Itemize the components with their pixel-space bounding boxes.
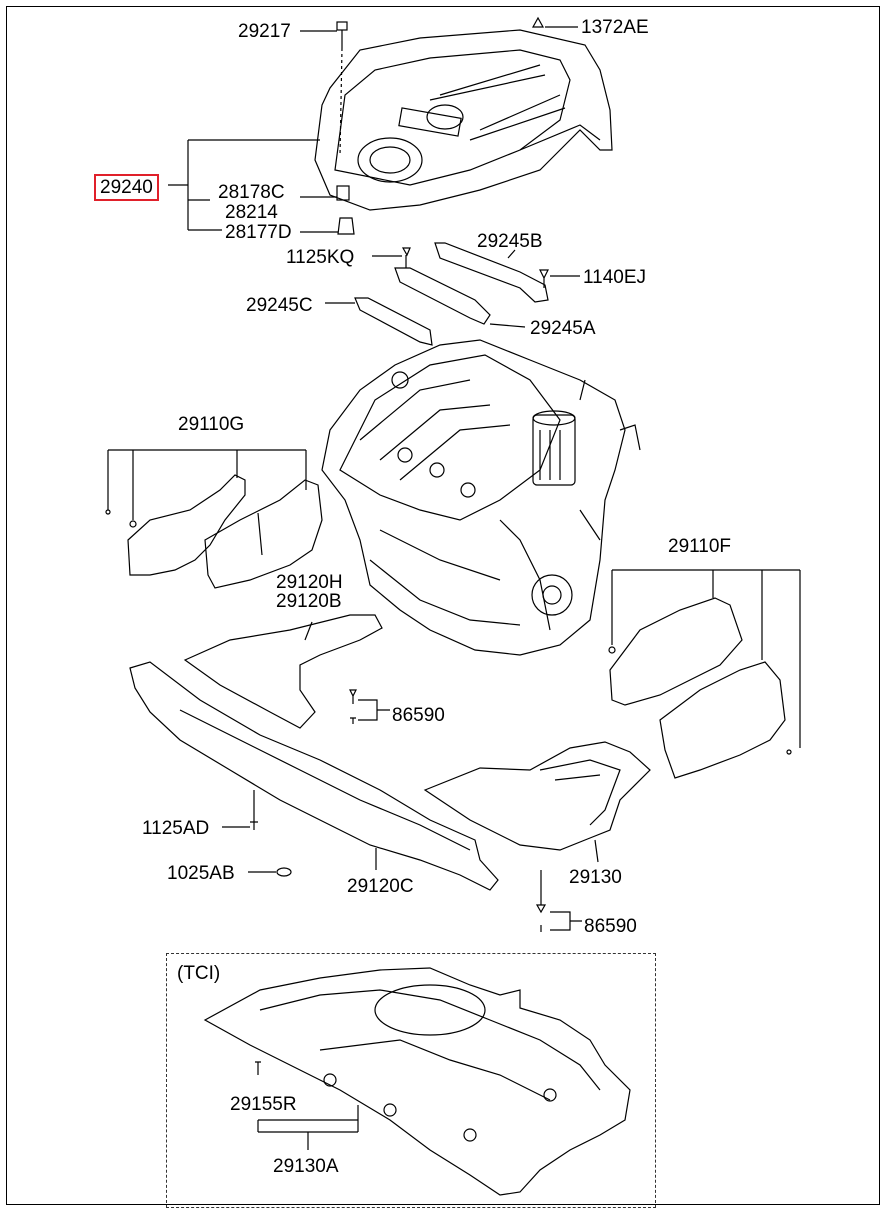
label-29120C: 29120C (347, 876, 414, 897)
label-29130A: 29130A (273, 1156, 339, 1177)
cover-29130A[interactable] (203, 967, 631, 1196)
crank-pulley[interactable] (531, 574, 573, 616)
shield-29110F-rear[interactable] (659, 661, 786, 779)
label-29240-highlighted[interactable]: 29240 (94, 174, 159, 201)
cover-29120C[interactable] (129, 661, 499, 891)
part-28177D[interactable] (337, 217, 355, 235)
label-1125AD: 1125AD (142, 818, 210, 839)
label-29120B: 29120B (276, 591, 342, 612)
bracket-29245A[interactable] (394, 267, 491, 325)
oil-filter[interactable] (532, 414, 576, 486)
label-1140EJ: 1140EJ (583, 267, 647, 288)
engine-cover[interactable] (314, 29, 613, 211)
label-tci: (TCI) (177, 963, 221, 984)
bolt-29217[interactable] (336, 21, 348, 156)
engine-assembly[interactable] (321, 339, 641, 656)
label-29130: 29130 (569, 867, 622, 888)
cover-29120H[interactable] (183, 614, 383, 729)
label-1025AB: 1025AB (167, 863, 235, 884)
label-29155R: 29155R (230, 1094, 297, 1115)
label-29245A: 29245A (530, 318, 596, 339)
tci-variant-box (166, 953, 656, 1208)
label-1372AE: 1372AE (581, 17, 649, 38)
label-1125KQ: 1125KQ (286, 247, 355, 268)
label-28214: 28214 (225, 202, 278, 223)
bracket-29245B[interactable] (434, 242, 549, 303)
bracket-29245C[interactable] (354, 297, 433, 346)
label-28178C: 28178C (218, 182, 285, 203)
diagram-frame (6, 6, 880, 1205)
label-29110F: 29110F (668, 536, 732, 557)
label-29120H: 29120H (276, 572, 343, 593)
grommet-1372AE[interactable] (531, 16, 545, 28)
shield-29110G-right[interactable] (204, 479, 323, 589)
cover-29130[interactable] (423, 741, 651, 851)
label-86590-upper: 86590 (392, 705, 445, 726)
label-28177D: 28177D (225, 222, 292, 243)
shield-29110F-front[interactable] (609, 597, 743, 706)
part-28178C[interactable] (336, 185, 350, 201)
label-29245C: 29245C (246, 295, 313, 316)
label-29110G: 29110G (178, 414, 245, 435)
label-86590-lower: 86590 (584, 916, 637, 937)
label-29217: 29217 (238, 21, 291, 42)
shield-29110G-left[interactable] (127, 474, 246, 576)
label-29245B: 29245B (477, 231, 543, 252)
